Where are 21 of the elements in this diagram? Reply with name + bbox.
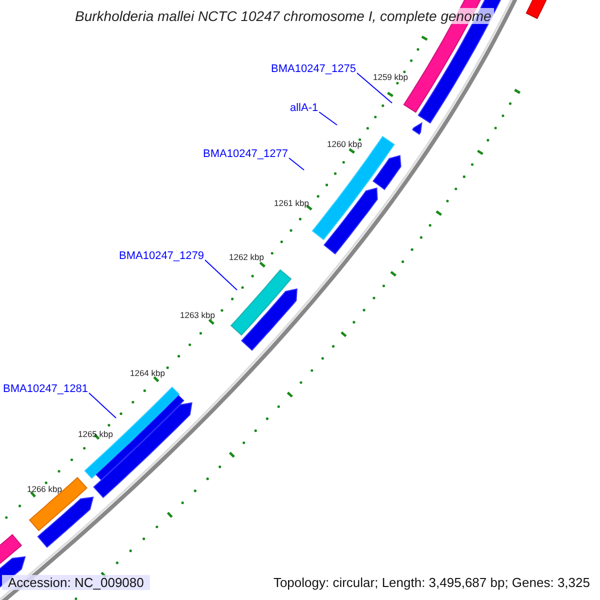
accession-text: Accession: NC_009080 [2, 575, 150, 590]
scale-label: 1260 kbp [327, 139, 362, 149]
gene-label: BMA10247_1281 [3, 383, 88, 395]
leader-line [288, 158, 304, 170]
scale-label: 1259 kbp [373, 72, 408, 82]
gene-label: BMA10247_1275 [271, 63, 356, 75]
leader-line [356, 72, 392, 104]
scale-label: 1261 kbp [274, 198, 309, 208]
gene-label: BMA10247_1279 [119, 250, 204, 262]
title: Burkholderia mallei NCTC 10247 chromosome I, complete genome [72, 8, 494, 24]
genome-stats-text: Topology: circular; Length: 3,495,687 bp; Genes: 3,325 [273, 575, 590, 590]
scale-label: 1263 kbp [180, 310, 215, 320]
gene-label: allA-1 [290, 102, 318, 114]
scale-label: 1262 kbp [229, 252, 264, 262]
gene-label: BMA10247_1277 [203, 148, 288, 160]
leader-line [318, 112, 338, 126]
scale-label: 1264 kbp [130, 368, 165, 378]
leader-line [204, 260, 238, 290]
scale-label: 1266 kbp [27, 484, 62, 494]
scale-label: 1265 kbp [78, 429, 113, 439]
leader-line [88, 392, 116, 418]
